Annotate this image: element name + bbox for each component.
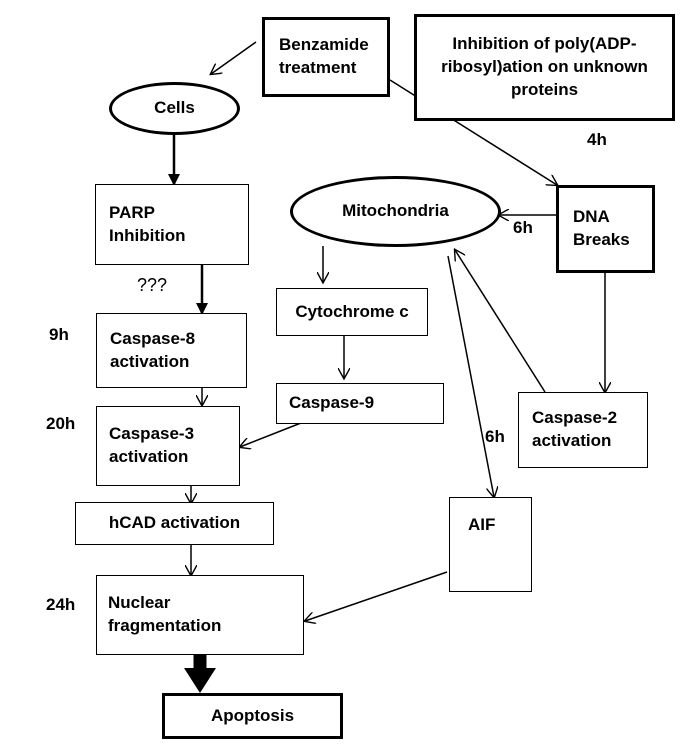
- arrow-nuclear-to-apoptosis-head: [184, 668, 216, 693]
- node-benzamide-treatment: Benzamide treatment: [262, 17, 390, 97]
- time-label-4h: 4h: [587, 130, 607, 149]
- node-nuclear-fragmentation: Nuclear fragmentation: [96, 575, 304, 655]
- time-label-6h-dna-breaks: 6h: [513, 218, 533, 237]
- time-label-6h-aif: 6h: [485, 427, 505, 446]
- node-apoptosis: Apoptosis: [162, 693, 343, 739]
- node-parp-inhibition: PARP Inhibition: [95, 184, 249, 265]
- node-dna-breaks: DNA Breaks: [556, 185, 655, 273]
- node-caspase-3-activation: Caspase-3 activation: [96, 406, 240, 486]
- label-unknown-link: ???: [137, 275, 168, 295]
- time-label-20h: 20h: [46, 414, 76, 433]
- node-cytochrome-c: Cytochrome c: [276, 288, 428, 336]
- arrow-benzamide-to-cells: [211, 41, 257, 74]
- arrow-caspase9-to-caspase3: [240, 420, 307, 447]
- node-caspase-9: Caspase-9: [276, 383, 444, 424]
- node-cells: Cells: [109, 82, 240, 135]
- arrow-mito-to-aif: [447, 255, 494, 497]
- node-mitochondria: Mitochondria: [290, 176, 501, 247]
- node-aif: AIF: [449, 497, 532, 592]
- arrow-aif-to-nuclear: [305, 571, 448, 621]
- node-inhibition-poly-adp-ribosylation: Inhibition of poly(ADP-ribosyl)ation on …: [414, 14, 675, 121]
- node-caspase-8-activation: Caspase-8 activation: [96, 313, 247, 388]
- node-caspase-2-activation: Caspase-2 activation: [518, 392, 648, 468]
- time-label-24h: 24h: [46, 595, 76, 614]
- node-hcad-activation: hCAD activation: [75, 502, 274, 545]
- time-label-9h: 9h: [49, 325, 69, 344]
- arrow-caspase2-to-mito: [455, 250, 546, 393]
